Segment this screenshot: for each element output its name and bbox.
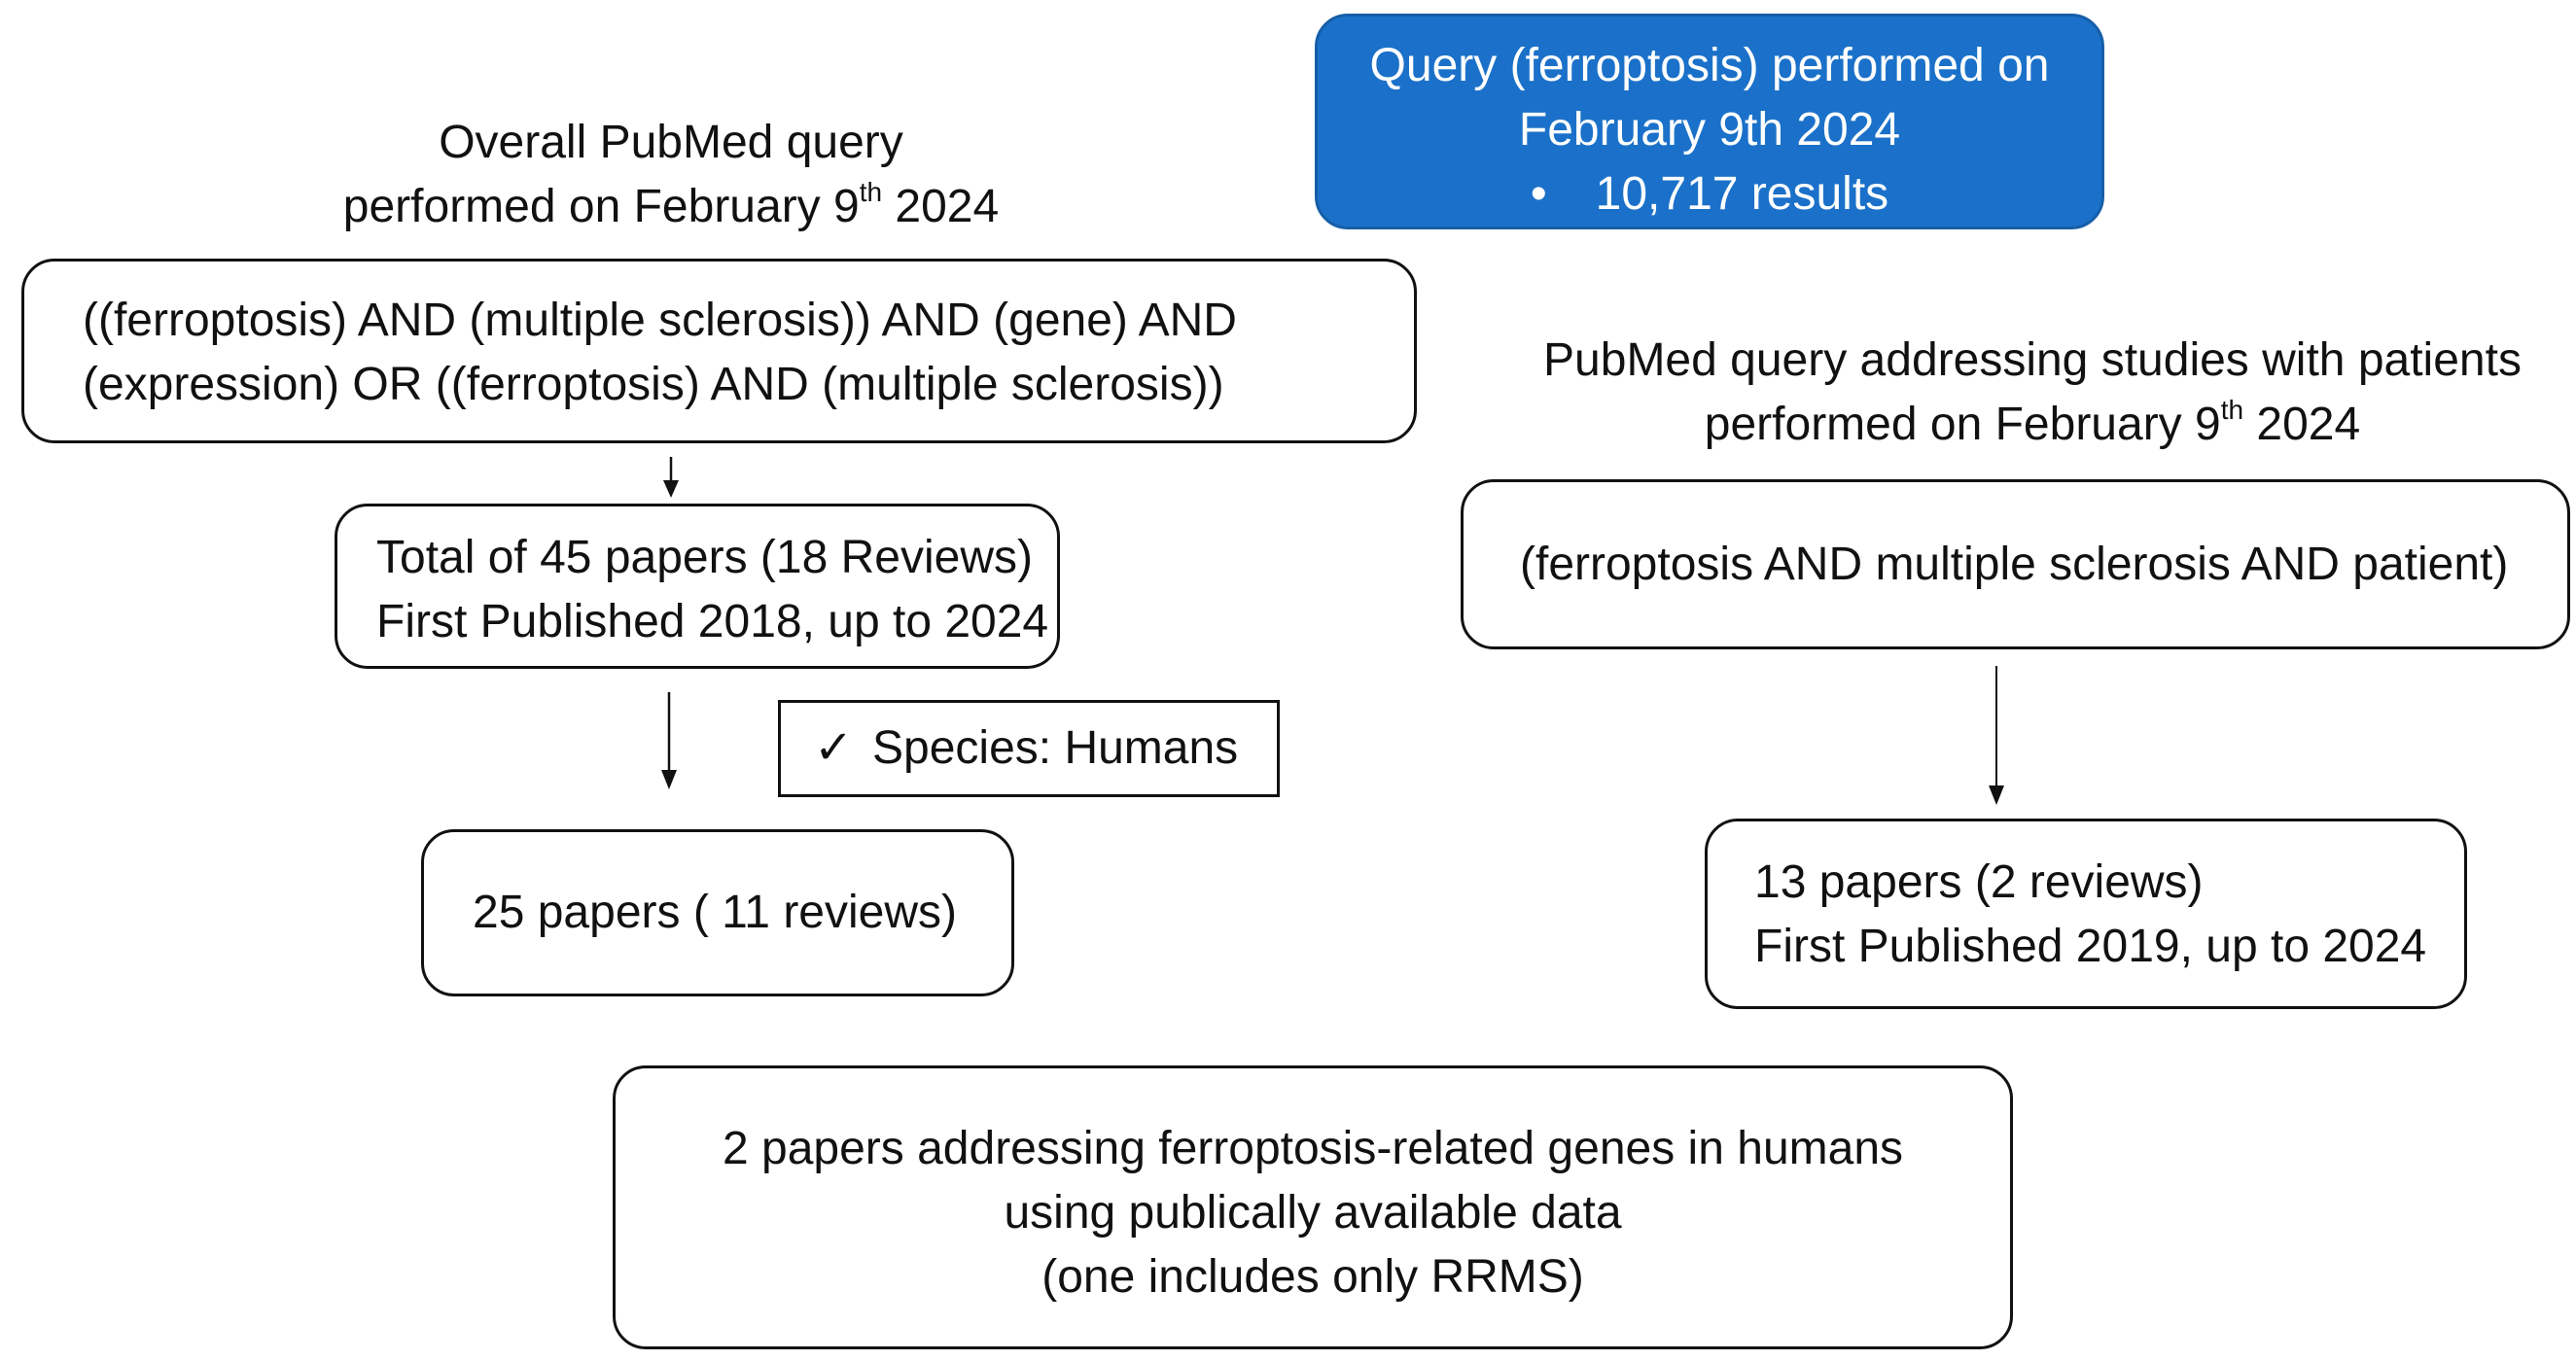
left-branch-heading: Overall PubMed query performed on Februa…	[282, 111, 1060, 239]
checkmark-icon: ✓	[814, 722, 854, 774]
right-heading-line1: PubMed query addressing studies with pat…	[1543, 334, 2522, 386]
ferroptosis-results-row: • 10,717 results	[1318, 162, 2101, 227]
total-45-papers-box: Total of 45 papers (18 Reviews) First Pu…	[335, 504, 1060, 669]
arrowhead-total-to-25	[661, 770, 677, 789]
bullet-icon: •	[1530, 168, 1547, 220]
ferroptosis-query-box: Query (ferroptosis) performed on Februar…	[1315, 14, 2104, 229]
left-query-line1: ((ferroptosis) AND (multiple sclerosis))…	[83, 295, 1237, 346]
species-filter-box: ✓ Species: Humans	[778, 700, 1280, 797]
left-heading-date-sup: th	[859, 177, 883, 207]
arrowhead-right-query-to-13	[1989, 785, 2004, 805]
papers-25-text: 25 papers ( 11 reviews)	[473, 887, 957, 938]
right-heading-date-sup: th	[2220, 395, 2244, 425]
left-heading-line1: Overall PubMed query	[439, 117, 903, 168]
right-heading-date-prefix: performed on February 9	[1704, 399, 2221, 450]
papers-13-line1: 13 papers (2 reviews)	[1754, 856, 2204, 908]
right-heading-date-suffix: 2024	[2243, 399, 2361, 450]
final-line2: using publically available data	[1004, 1187, 1622, 1239]
right-heading-line2: performed on February 9th 2024	[1517, 393, 2548, 457]
papers-13-box: 13 papers (2 reviews) First Published 20…	[1705, 819, 2467, 1009]
papers-25-box: 25 papers ( 11 reviews)	[421, 829, 1014, 996]
left-heading-line2: performed on February 9th 2024	[282, 175, 1060, 239]
arrowhead-query-to-total	[663, 480, 679, 498]
papers-13-line2: First Published 2019, up to 2024	[1754, 921, 2427, 972]
total-papers-line1: Total of 45 papers (18 Reviews)	[376, 532, 1033, 583]
final-line1: 2 papers addressing ferroptosis-related …	[722, 1123, 1904, 1174]
right-query-box: (ferroptosis AND multiple sclerosis AND …	[1461, 479, 2570, 649]
right-branch-heading: PubMed query addressing studies with pat…	[1517, 329, 2548, 457]
final-result-box: 2 papers addressing ferroptosis-related …	[613, 1065, 2013, 1349]
right-query-text: (ferroptosis AND multiple sclerosis AND …	[1520, 539, 2509, 590]
species-filter-label: Species: Humans	[872, 722, 1239, 774]
left-query-box: ((ferroptosis) AND (multiple sclerosis))…	[21, 259, 1417, 443]
final-line3: (one includes only RRMS)	[1041, 1251, 1584, 1303]
total-papers-line2: First Published 2018, up to 2024	[376, 596, 1049, 647]
left-heading-date-prefix: performed on February 9	[342, 181, 860, 232]
left-query-line2: (expression) OR ((ferroptosis) AND (mult…	[83, 359, 1224, 410]
left-heading-date-suffix: 2024	[882, 181, 1000, 232]
ferroptosis-results: 10,717 results	[1595, 168, 1889, 220]
ferroptosis-query-line2: February 9th 2024	[1518, 104, 1901, 156]
ferroptosis-query-line1: Query (ferroptosis) performed on	[1369, 40, 2050, 91]
